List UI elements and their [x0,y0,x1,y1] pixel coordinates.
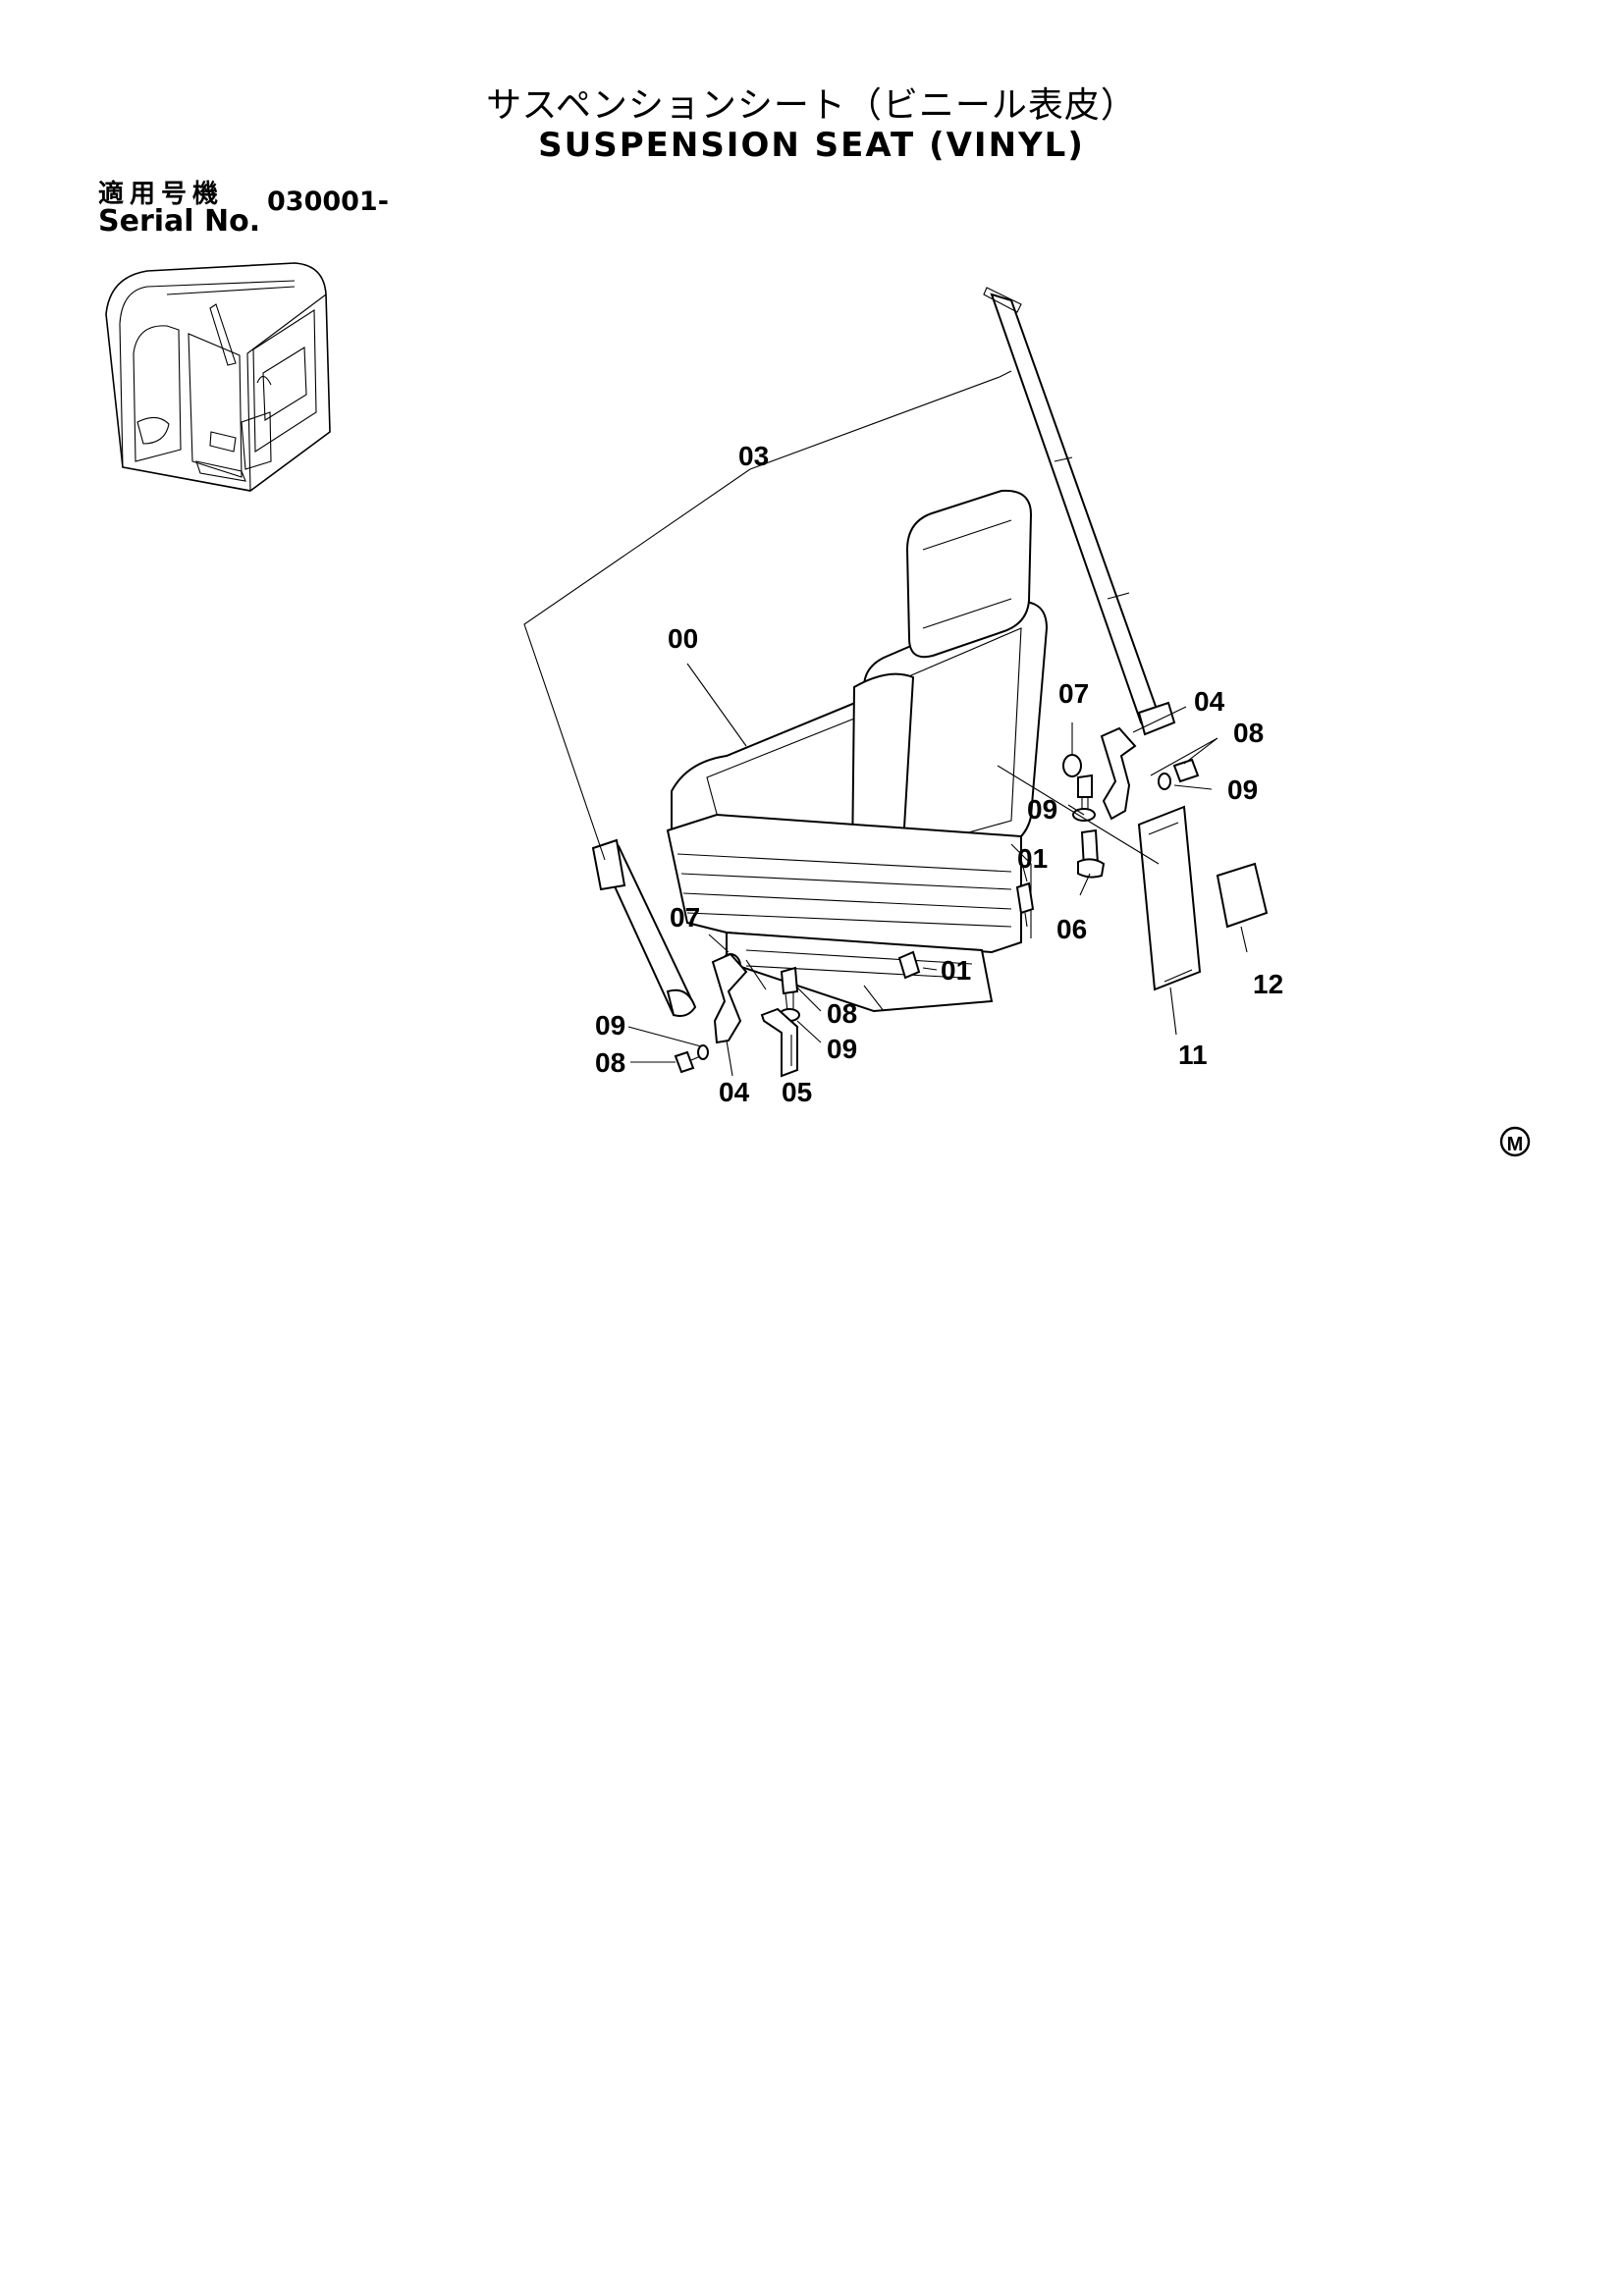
serial-label-english: Serial No. [98,204,261,239]
part-12-plate [1216,862,1269,929]
callout-11: 11 [1178,1040,1208,1070]
hardware-parts [674,726,1200,1078]
circled-m-mark: M [1499,1126,1531,1157]
callout-07-left: 07 [670,902,700,933]
callout-01-center: 01 [941,955,971,986]
callout-01-right: 01 [1017,843,1048,874]
serial-label-japanese: 適用号機 [98,180,225,209]
callout-04-right: 04 [1194,686,1225,717]
callout-00: 00 [668,623,698,654]
callout-07-right: 07 [1058,678,1089,709]
callout-03: 03 [738,441,769,471]
title-japanese: サスペンションシート（ビニール表皮） [486,85,1137,126]
callout-09-mid: 09 [1027,794,1057,825]
callout-05: 05 [782,1077,812,1107]
part-11-panel [1137,805,1202,991]
callout-labels: 00 01 01 03 04 04 05 06 07 07 08 08 08 0… [595,441,1283,1107]
callout-08-center: 08 [827,998,857,1029]
callout-06: 06 [1056,914,1087,944]
mark-letter: M [1507,1134,1524,1155]
cab-location-thumbnail [105,262,331,492]
callout-08-right: 08 [1233,718,1264,748]
serial-number-value: 030001- [267,187,389,217]
callout-08-left: 08 [595,1047,625,1078]
title-english: SUSPENSION SEAT (VINYL) [538,126,1085,165]
part-00-suspension-seat [666,489,1049,1013]
callout-12: 12 [1253,969,1283,999]
callout-09-right: 09 [1227,774,1258,805]
callout-09-center: 09 [827,1034,857,1064]
leader-lines [523,370,1248,1077]
callout-04-left: 04 [719,1077,750,1107]
part-03-seat-belt [591,287,1176,1017]
callout-09-left: 09 [595,1010,625,1041]
